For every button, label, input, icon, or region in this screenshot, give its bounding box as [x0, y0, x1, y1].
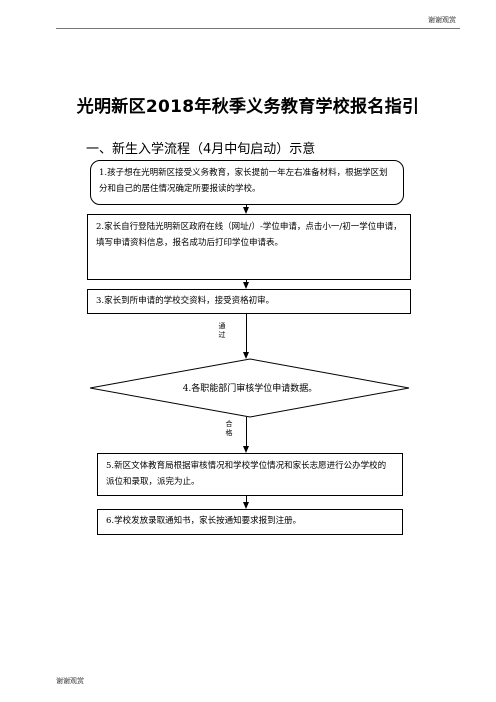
arrow-1-2 [246, 205, 247, 208]
step-3-text: 3.家长到所申请的学校交资料，接受资格初审。 [96, 296, 275, 306]
header-divider [56, 28, 460, 29]
step-5-text: 5.新区文体教育局根据审核情况和学校学位情况和家长志愿进行公办学校的派位和录取，… [106, 461, 387, 487]
arrow-2-3-head [243, 282, 249, 289]
step-6-box: 6.学校发放录取通知书，家长按通知要求报到注册。 [97, 509, 403, 535]
arrow-5-6 [246, 496, 247, 503]
step-2-box: 2.家长自行登陆光明新区政府在线（网址/）-学位申请，点击小一/初一学位申请，填… [87, 214, 411, 280]
step-1-box: 1.孩子想在光明新区接受义务教育，家长提前一年左右准备材料，根据学区划分和自己的… [90, 160, 404, 205]
arrow-2-3 [246, 280, 247, 283]
arrow-3-4-head [243, 352, 249, 359]
arrow-1-2-head [243, 207, 249, 214]
arrow-label-pass: 通过 [218, 322, 226, 339]
arrow-label-qualified: 合格 [225, 420, 233, 437]
step-4-diamond [90, 358, 410, 418]
section-heading: 一、新生入学流程（4月中旬启动）示意 [86, 142, 316, 157]
arrow-5-6-head [243, 502, 249, 509]
arrow-4-5-head [243, 446, 249, 453]
step-1-text: 1.孩子想在光明新区接受义务教育，家长提前一年左右准备材料，根据学区划分和自己的… [99, 168, 388, 194]
step-2-text: 2.家长自行登陆光明新区政府在线（网址/）-学位申请，点击小一/初一学位申请，填… [96, 222, 402, 248]
header-text: 谢谢观赏 [428, 16, 456, 24]
step-6-text: 6.学校发放录取通知书，家长按通知要求报到注册。 [106, 516, 302, 526]
arrow-3-4 [246, 314, 247, 354]
step-4-text: 4.各职能部门审核学位申请数据。 [182, 384, 318, 394]
step-3-box: 3.家长到所申请的学校交资料，接受资格初审。 [87, 289, 411, 314]
arrow-4-5 [246, 417, 247, 448]
page-title: 光明新区2018年秋季义务教育学校报名指引 [76, 97, 420, 117]
footer-text: 谢谢观赏 [56, 677, 84, 685]
step-5-box: 5.新区文体教育局根据审核情况和学校学位情况和家长志愿进行公办学校的派位和录取，… [97, 453, 403, 496]
